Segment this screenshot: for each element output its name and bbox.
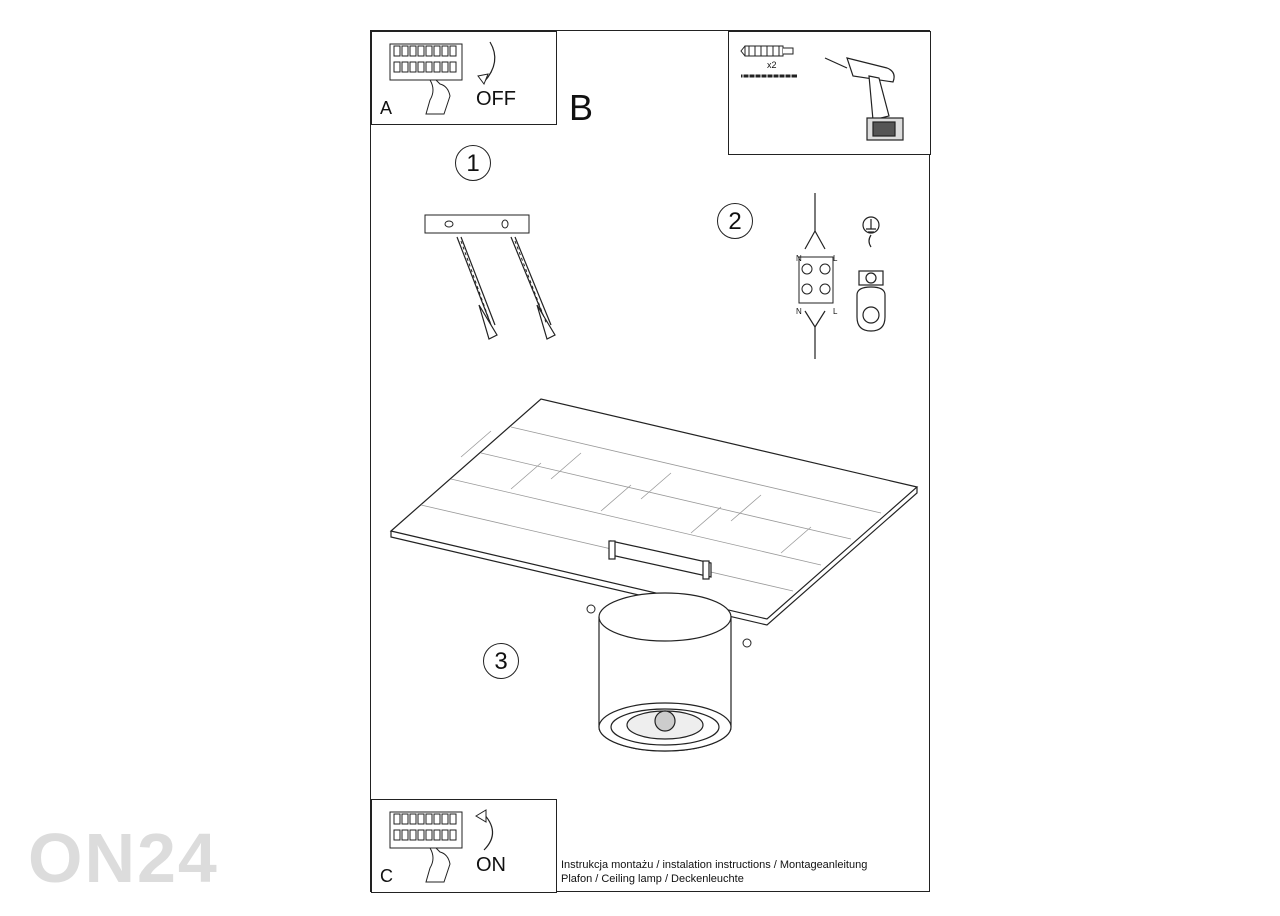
lamp-cylinder-icon <box>598 592 732 752</box>
mounting-bracket-with-anchors <box>424 214 556 340</box>
panel-b-letter: B <box>569 87 594 128</box>
screw-icon <box>586 604 752 648</box>
panel-a-letter: A <box>380 98 393 118</box>
breaker-panel-icon <box>389 809 494 883</box>
tools-panel: x2 <box>728 31 931 155</box>
wire-l-top: L <box>833 254 838 263</box>
wire-n-bottom: N <box>796 307 802 316</box>
wire-n-top: N <box>796 254 802 263</box>
instruction-sheet: A OFF B x2 1 <box>370 30 931 893</box>
panel-c-letter: C <box>380 866 393 886</box>
breaker-panel-icon <box>389 41 496 115</box>
ceiling-lamp-assembly <box>389 398 919 752</box>
drill-icon <box>824 57 904 141</box>
panel-a-off-label: OFF <box>476 88 516 110</box>
ceiling-tiles <box>420 426 882 592</box>
screw-icon <box>741 74 797 78</box>
watermark-logo: ON24 <box>28 819 219 897</box>
panel-c-power-on: C ON <box>371 799 557 893</box>
panel-a-power-off: A OFF <box>371 31 557 125</box>
wall-anchor-icon <box>740 45 794 57</box>
panel-c-on-label: ON <box>476 854 506 876</box>
ground-terminal-icon <box>856 216 886 332</box>
step-1-marker: 1 <box>455 145 491 181</box>
step-2-marker: 2 <box>717 203 753 239</box>
anchor-count-label: x2 <box>767 60 777 70</box>
tools-icon <box>740 45 904 141</box>
caption-line-2: Plafon / Ceiling lamp / Deckenleuchte <box>561 873 744 885</box>
caption-line-1: Instrukcja montażu / instalation instruc… <box>561 859 868 871</box>
step-3-marker: 3 <box>483 643 519 679</box>
ceiling-plane <box>389 398 919 626</box>
mounting-bracket <box>608 540 712 580</box>
wire-l-bottom: L <box>833 307 838 316</box>
wiring-terminal-diagram <box>798 193 886 359</box>
